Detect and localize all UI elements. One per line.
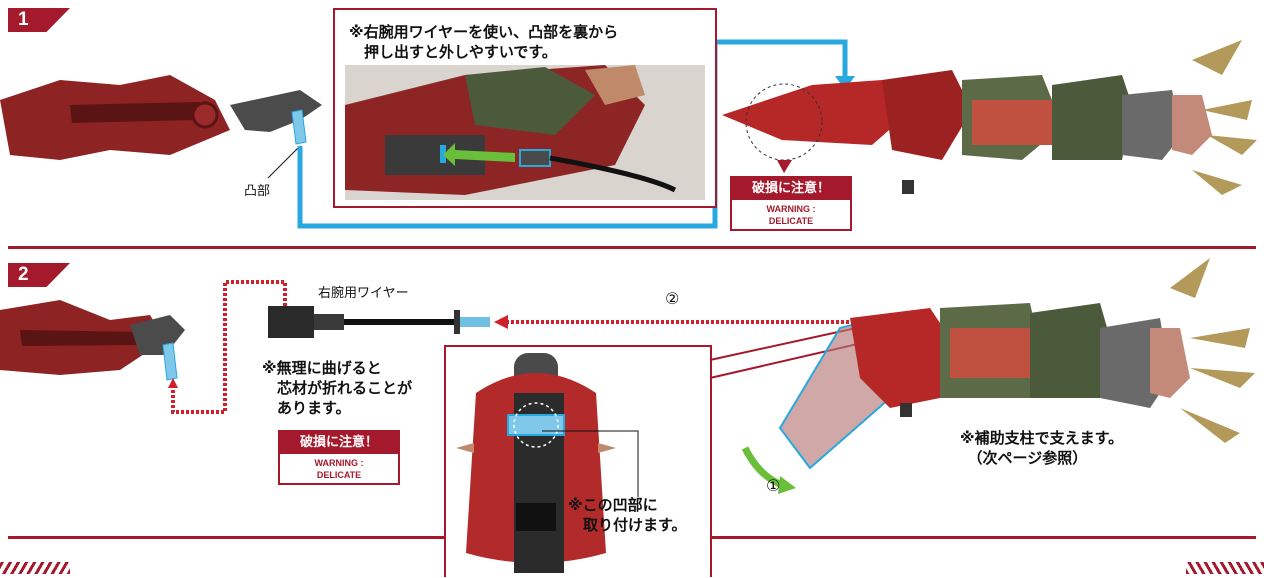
step1-arm-photo xyxy=(0,75,322,179)
step-2-badge: 2 xyxy=(8,263,70,287)
step2-inset-pointer xyxy=(542,430,639,497)
step2-dotted-route xyxy=(168,280,287,414)
step1-inset-caption: ※右腕用ワイヤーを使い、凸部を裏から 押し出すと外しやすいです。 xyxy=(349,23,619,61)
step2-support-note: ※補助支柱で支えます。 （次ページ参照） xyxy=(960,429,1124,467)
step2-warning-box: 破損に注意！ WARNING : DELICATE xyxy=(278,430,400,485)
bottom-left-stripes xyxy=(0,562,70,574)
bottom-line-left xyxy=(8,536,444,539)
step1-warning-box: 破損に注意！ WARNING : DELICATE xyxy=(730,176,852,231)
step1-inset-photo xyxy=(345,65,705,200)
step2-inset-photo xyxy=(456,353,616,573)
step2-inset-box: ※この凹部に 取り付けます。 xyxy=(444,345,712,577)
bottom-line-right xyxy=(712,536,1256,539)
step2-order-2: ② xyxy=(665,289,680,308)
step1-warning-title: 破損に注意！ xyxy=(732,178,850,200)
step2-attach-note: ※この凹部に 取り付けます。 xyxy=(568,496,687,534)
step2-wire-label: 右腕用ワイヤー xyxy=(318,286,409,301)
step1-assembled-arm-photo xyxy=(722,40,1257,195)
step2-warning-title: 破損に注意！ xyxy=(280,432,398,454)
section-divider xyxy=(8,246,1256,249)
step2-order-1: ① xyxy=(766,476,781,495)
step-2-number: 2 xyxy=(18,264,29,285)
step2-warning-english: WARNING : DELICATE xyxy=(314,458,364,480)
step2-arm-photo xyxy=(0,300,185,381)
bottom-right-stripes xyxy=(1186,562,1264,574)
step-1-badge: 1 xyxy=(8,8,70,32)
step2-insert-arrow xyxy=(494,315,849,329)
step2-wire-photo xyxy=(268,306,490,338)
step1-part-label: 凸部 xyxy=(244,184,271,199)
step1-inset-box: ※右腕用ワイヤーを使い、凸部を裏から 押し出すと外しやすいです。 xyxy=(333,8,717,208)
step1-warning-english: WARNING : DELICATE xyxy=(766,204,816,226)
step2-assembled-arm-photo xyxy=(741,258,1255,494)
step2-bend-caution: ※無理に曲げると 芯材が折れることが あります。 xyxy=(262,359,413,417)
step-1-number: 1 xyxy=(18,9,29,30)
